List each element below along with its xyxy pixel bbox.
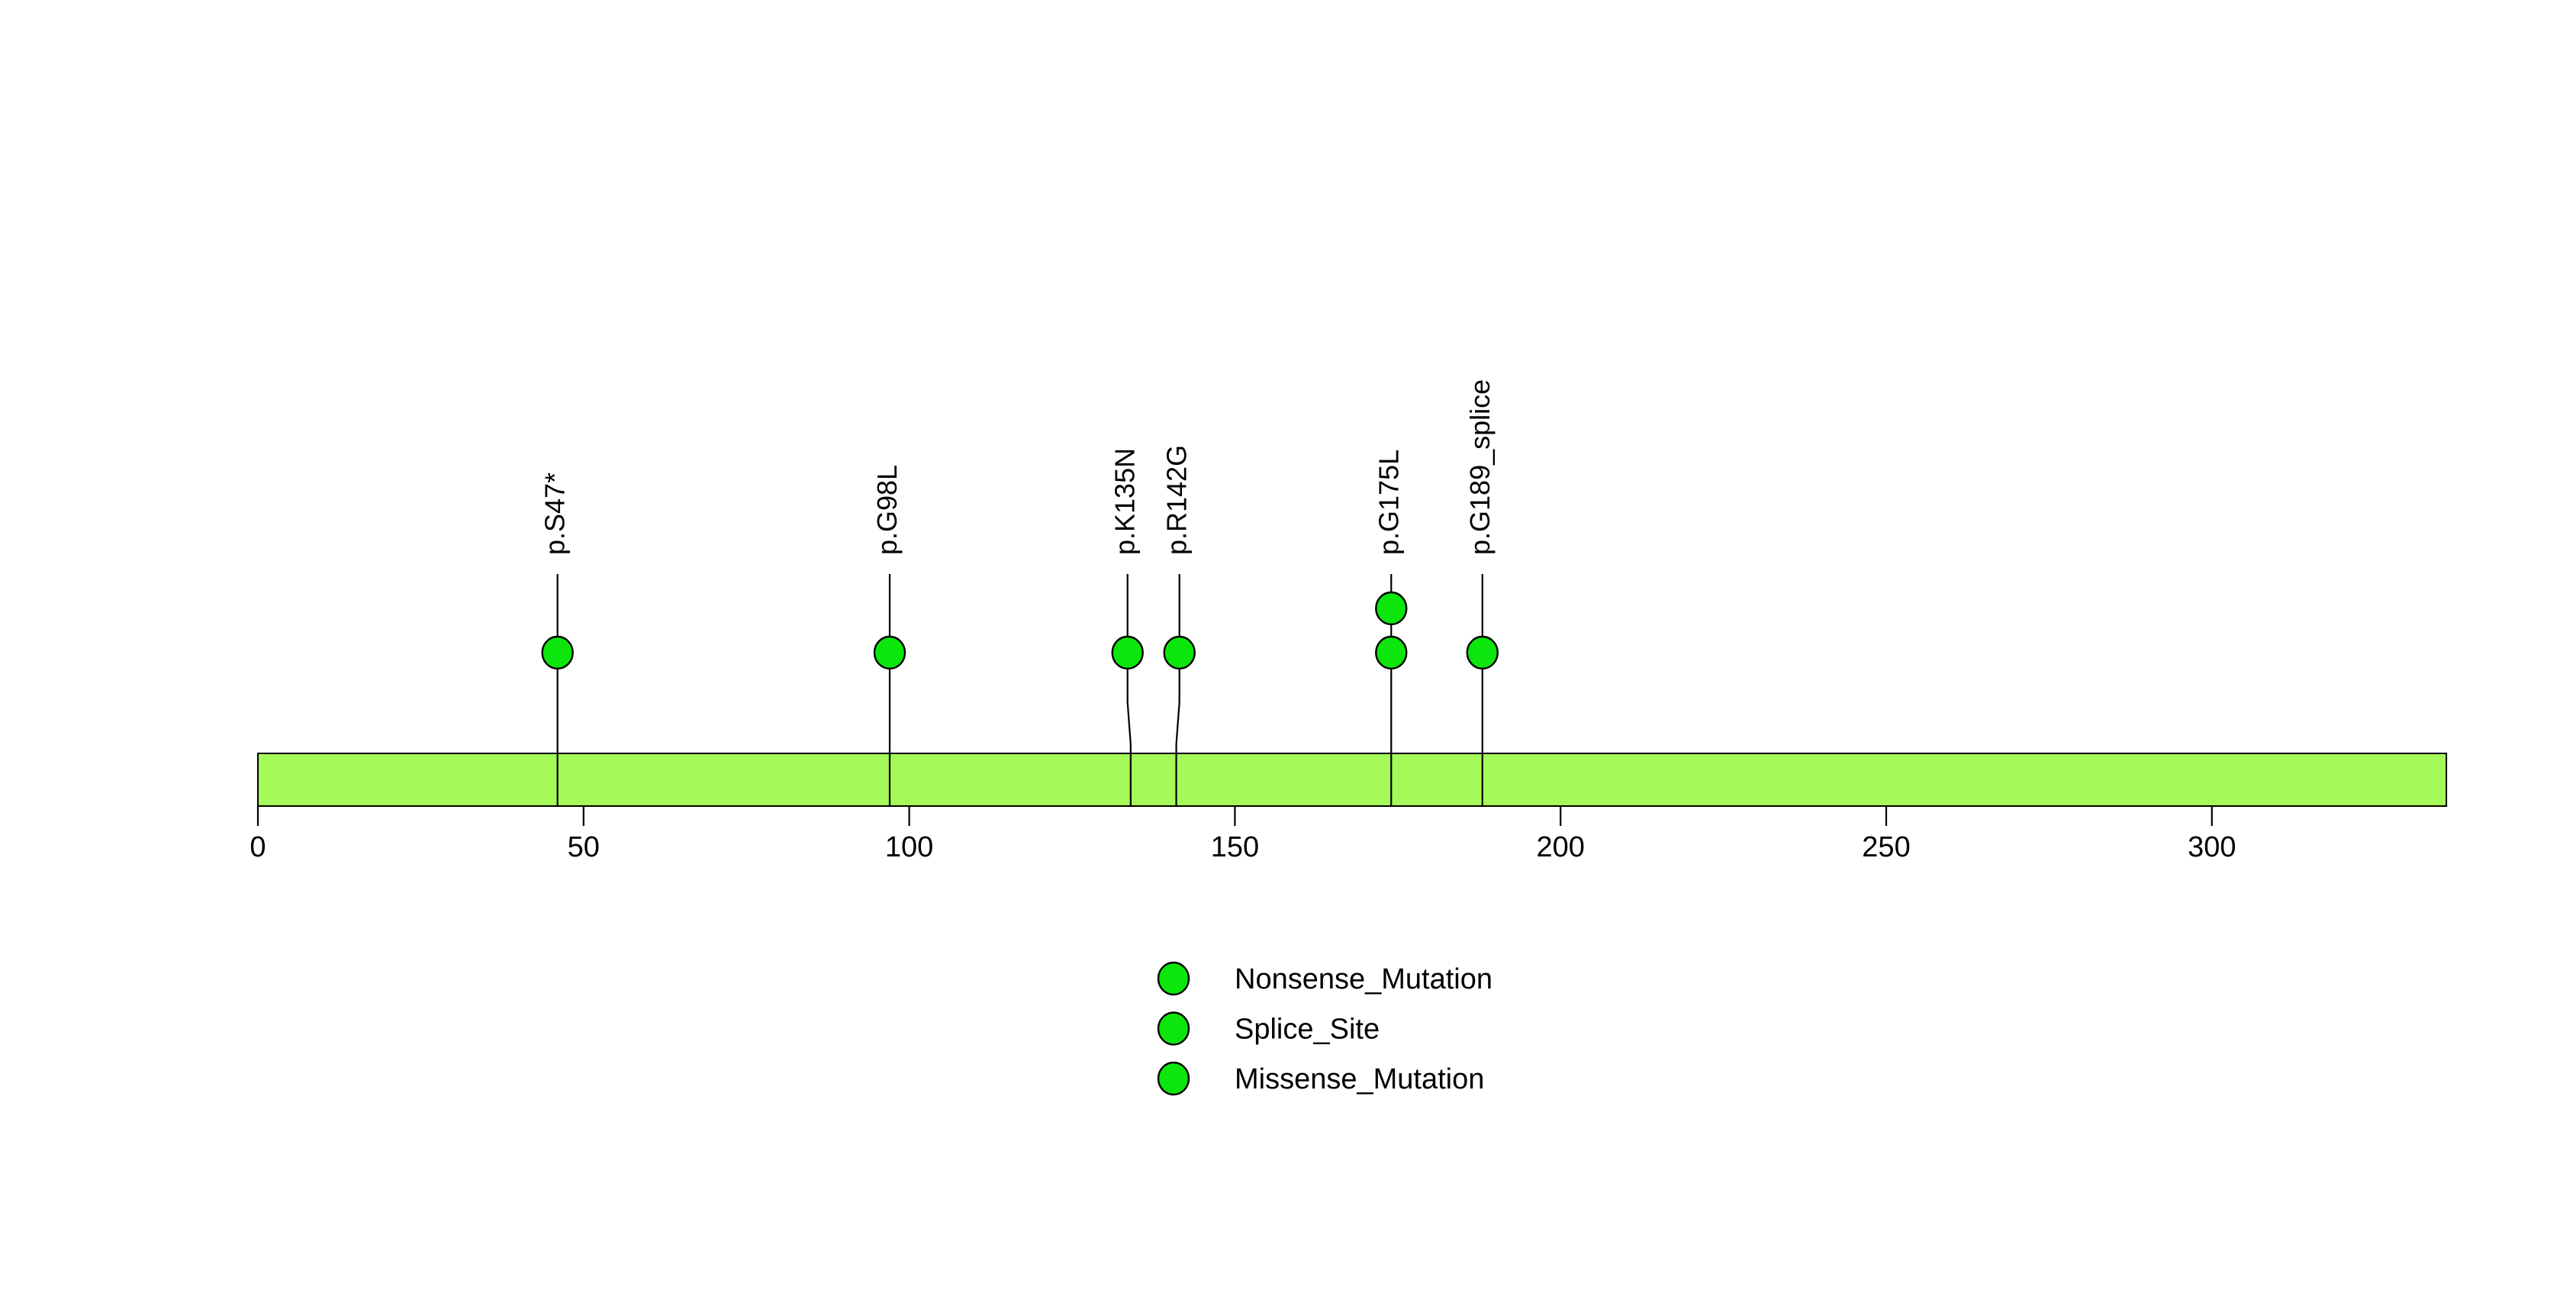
legend-marker — [1157, 1011, 1190, 1046]
lollipop-marker — [1375, 635, 1408, 670]
mutation-label: p.G189_splice — [1464, 379, 1496, 555]
mutation-label: p.S47* — [539, 472, 571, 555]
axis-tick-label: 0 — [250, 831, 266, 863]
axis-tick-label: 250 — [1862, 831, 1910, 863]
mutation-label: p.R142G — [1161, 445, 1193, 555]
mutation-label: p.G98L — [871, 465, 903, 555]
lollipop-marker — [873, 635, 906, 670]
legend-label: Missense_Mutation — [1235, 1063, 1484, 1095]
axis-tick-label: 300 — [2188, 831, 2236, 863]
lollipop-marker — [1111, 635, 1144, 670]
legend-label: Splice_Site — [1235, 1014, 1380, 1046]
legend-marker — [1157, 1061, 1190, 1096]
legend-label: Nonsense_Mutation — [1235, 963, 1492, 995]
axis-tick-label: 100 — [885, 831, 933, 863]
lollipop-marker — [1375, 591, 1408, 626]
axis-tick-label: 200 — [1536, 831, 1584, 863]
axis-tick-label: 150 — [1211, 831, 1259, 863]
lollipop-marker — [1466, 635, 1499, 670]
mutation-label: p.G175L — [1373, 450, 1404, 555]
axis-tick-label: 50 — [568, 831, 600, 863]
legend-marker — [1157, 961, 1190, 996]
lollipop-marker — [1163, 635, 1196, 670]
mutation-label: p.K135N — [1109, 448, 1141, 555]
lollipop-marker — [541, 635, 574, 670]
protein-bar — [257, 753, 2448, 807]
